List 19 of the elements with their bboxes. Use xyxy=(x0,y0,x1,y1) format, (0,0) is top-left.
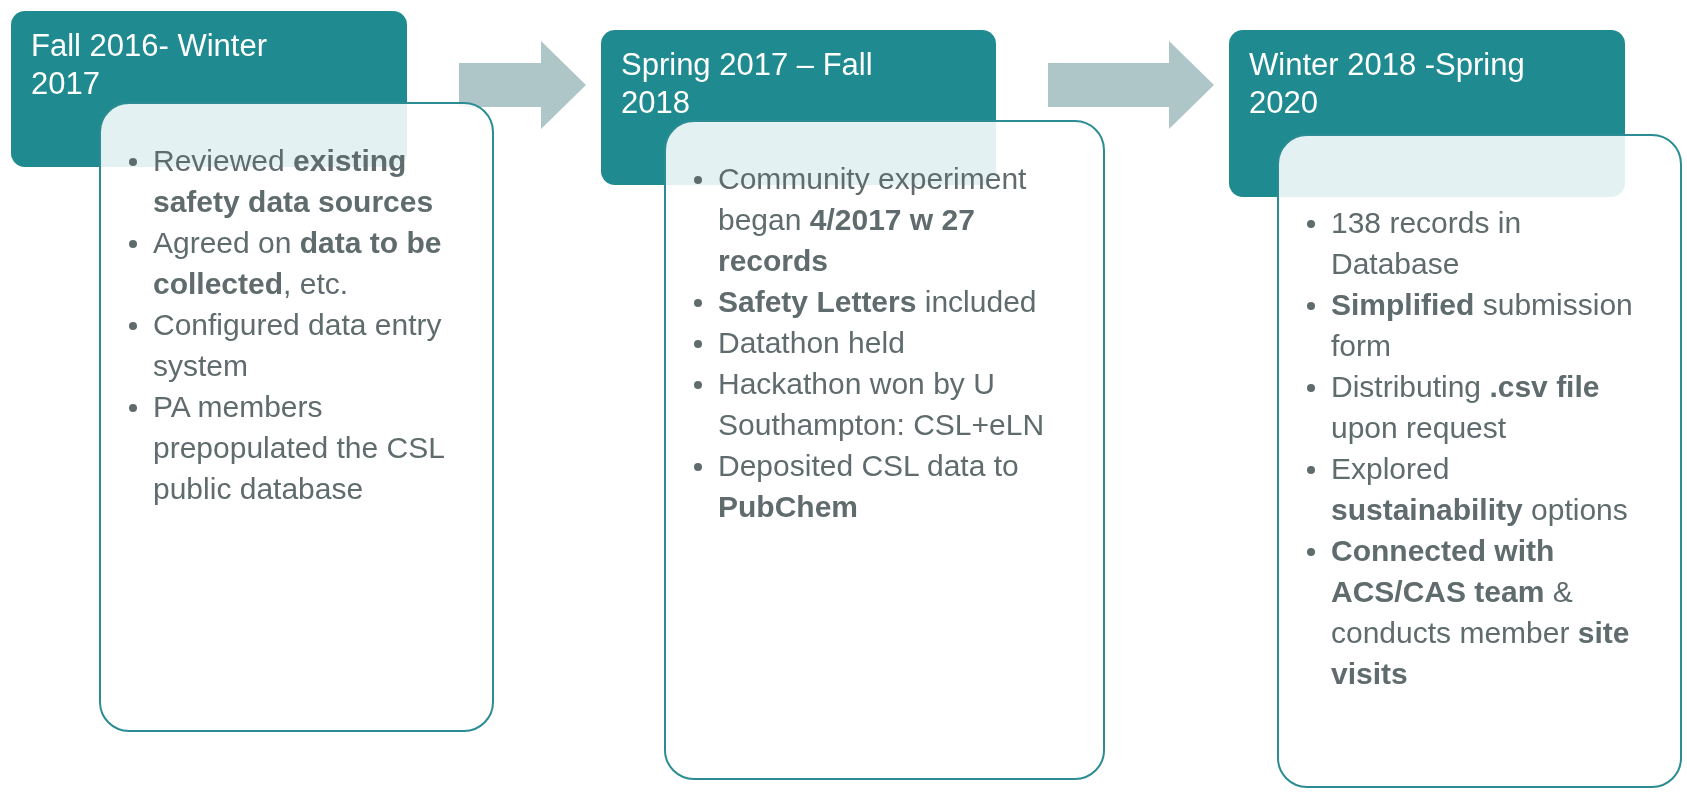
bullet-text: Explored sustainability options xyxy=(1331,451,1629,528)
bullet-text: Hackathon won by U Southampton: CSL+eLN xyxy=(718,366,1046,443)
bullet-text: Datathon held xyxy=(718,325,905,361)
bullet-text: PA members prepopulated the CSL public database xyxy=(153,389,445,507)
bullet-text: Deposited CSL data to PubChem xyxy=(718,448,1020,525)
phase-title: Fall 2016- Winter 2017 xyxy=(31,27,269,103)
block-arrow xyxy=(459,41,586,129)
bullet-list-card xyxy=(664,120,1105,780)
phase-title: Winter 2018 -Spring 2020 xyxy=(1249,46,1526,122)
bullet-text: Agreed on data to be collected, etc. xyxy=(153,225,443,302)
bullet-list-card xyxy=(1277,134,1682,788)
bullet-text: Safety Letters included xyxy=(718,284,1037,320)
bullet-text: Connected with ACS/CAS team & conducts member site visits xyxy=(1331,533,1631,692)
bullet-text: Configured data entry system xyxy=(153,307,443,384)
phase-title: Spring 2017 – Fall 2018 xyxy=(621,46,874,122)
bullet-text: Distributing .csv file upon request xyxy=(1331,369,1601,446)
block-arrow xyxy=(1048,41,1214,129)
bullet-list-card xyxy=(99,102,494,732)
bullet-text: Simplified submission form xyxy=(1331,287,1634,364)
